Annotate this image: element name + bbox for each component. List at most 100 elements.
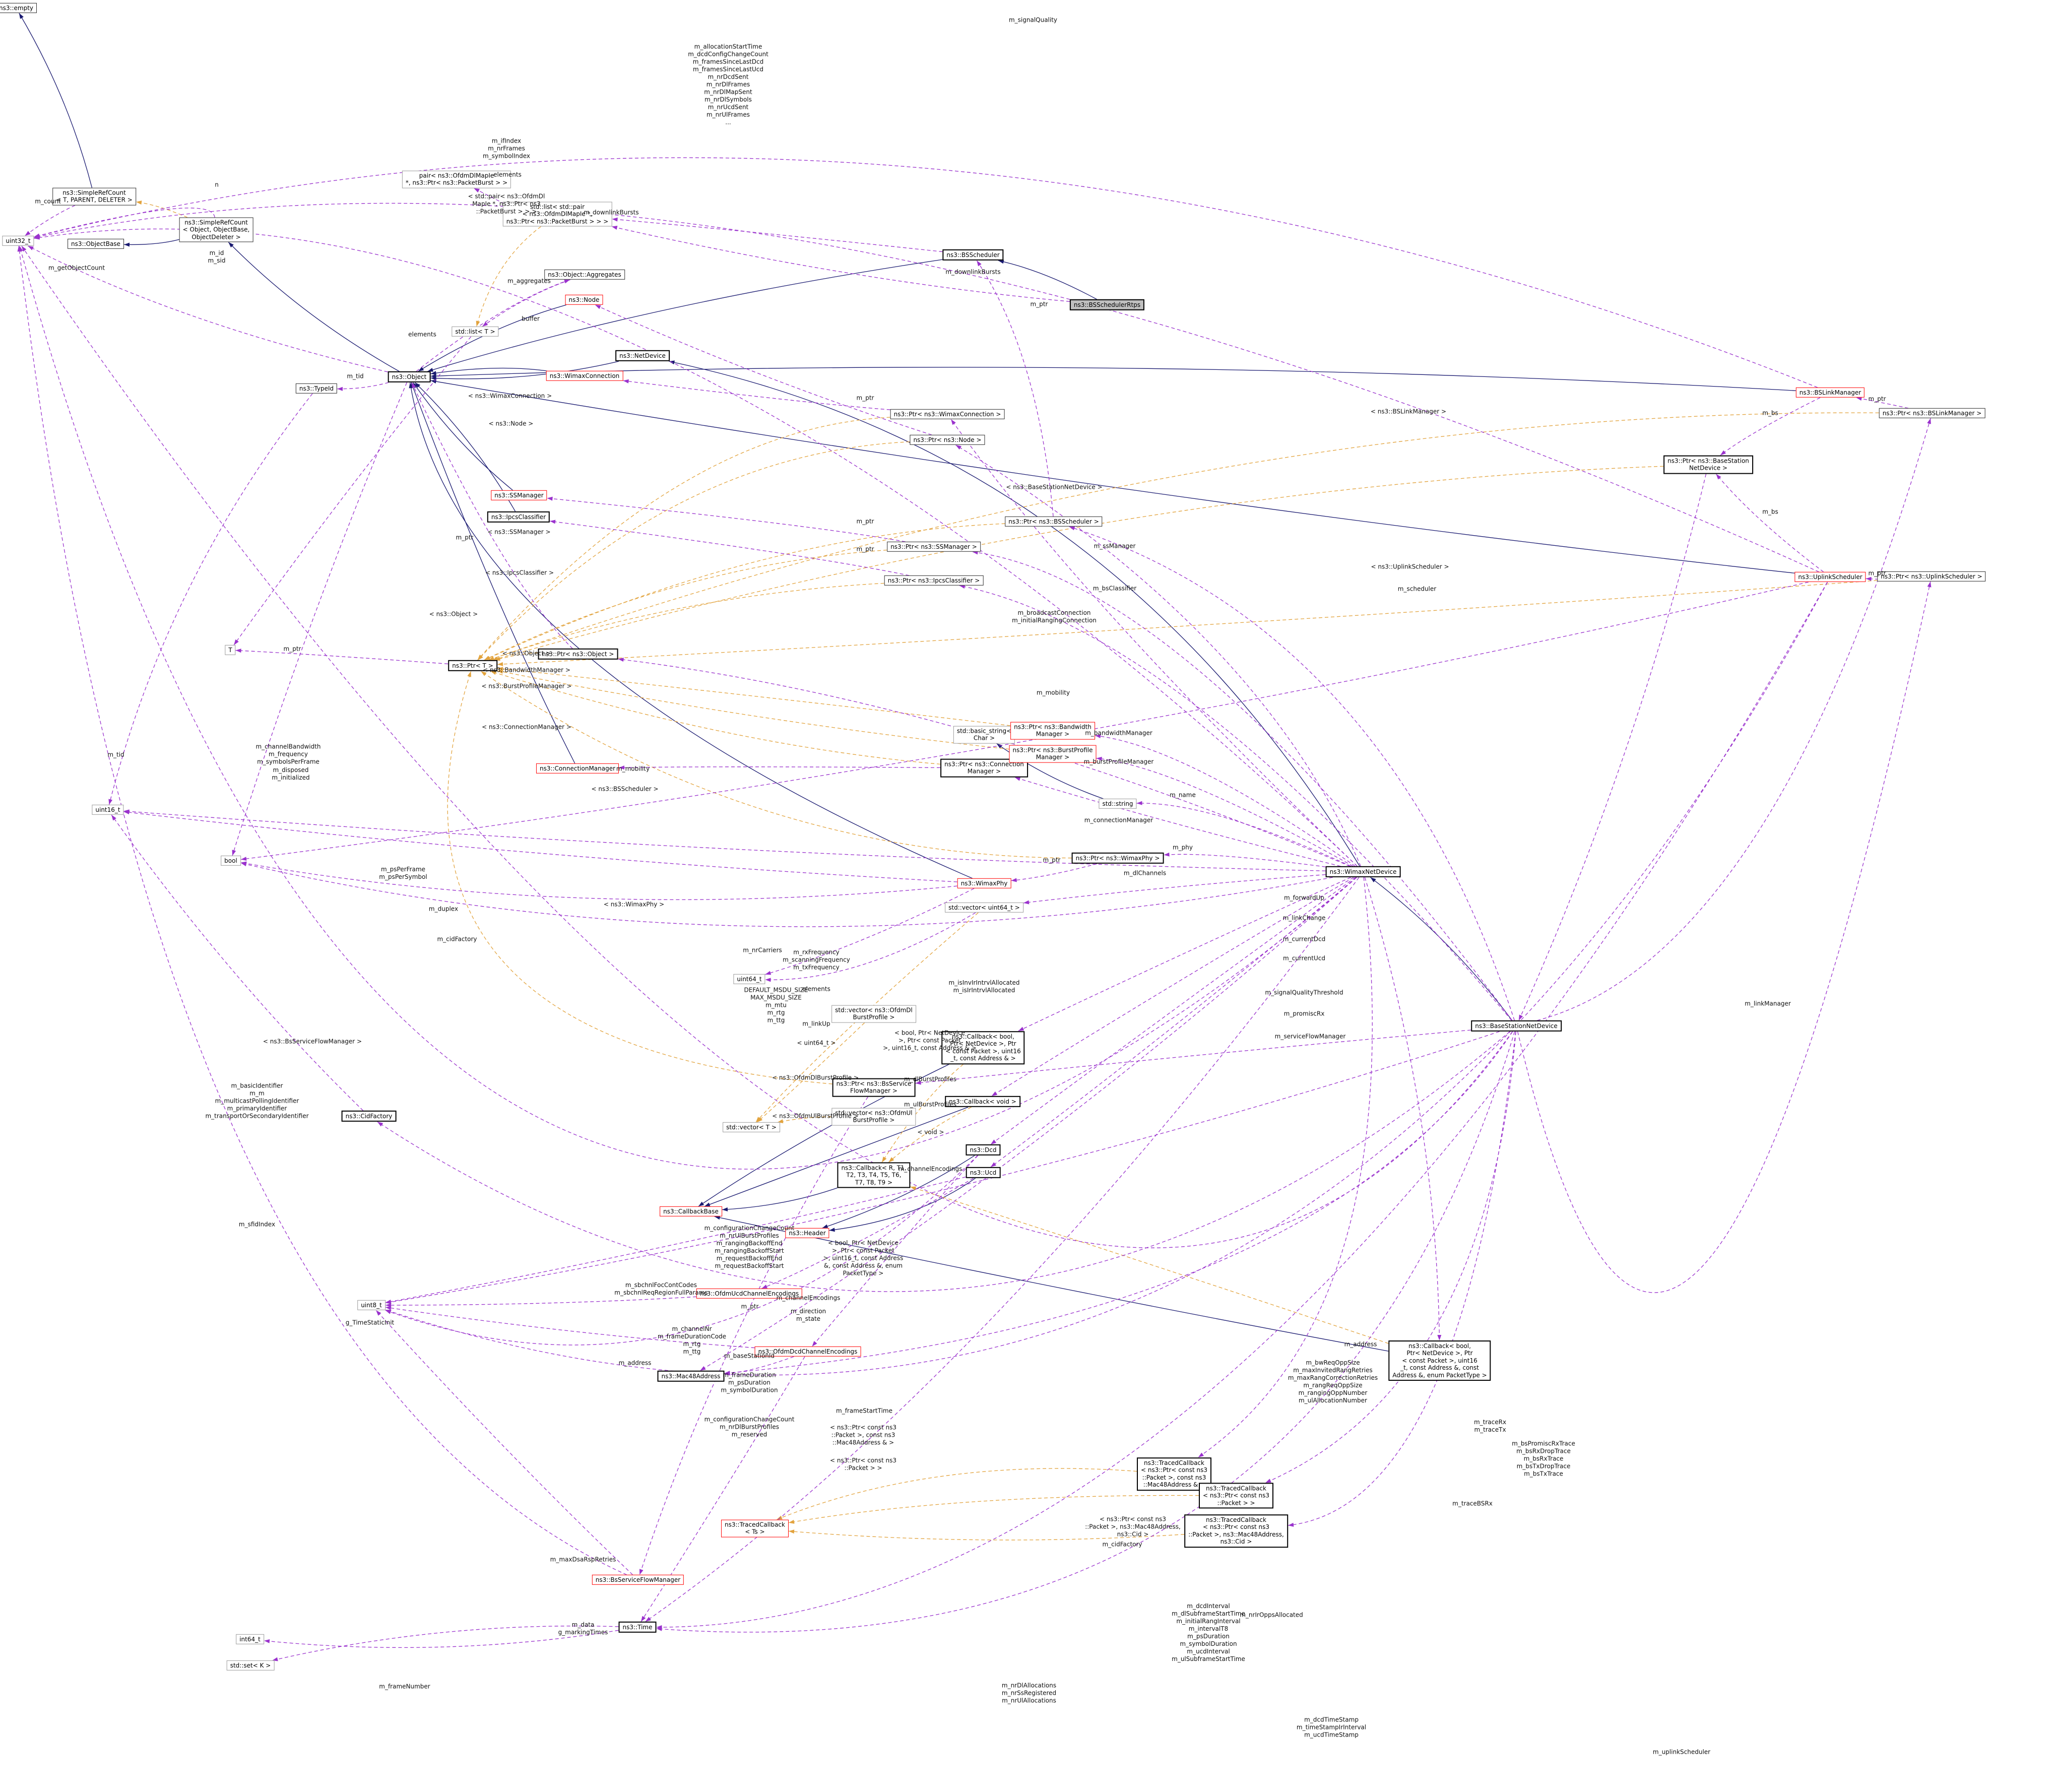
node-ptrIpcs[interactable]: ns3::Ptr< ns3::IpcsClassifier > <box>884 575 984 586</box>
node-bsScheduler[interactable]: ns3::BSScheduler <box>942 249 1004 261</box>
node-netDevice[interactable]: ns3::NetDevice <box>615 350 670 362</box>
node-ofdmUcdChEnc[interactable]: ns3::OfdmUcdChannelEncodings <box>696 1288 803 1299</box>
node-listPair[interactable]: std::list< std::pair < ns3::OfdmDlMapIe … <box>502 202 612 227</box>
node-ipcsClassifier[interactable]: ns3::IpcsClassifier <box>487 511 550 523</box>
node-baseStationNetDevice[interactable]: ns3::BaseStationNetDevice <box>1471 1020 1562 1032</box>
node-vecOfdmDl[interactable]: std::vector< ns3::OfdmDl BurstProfile > <box>831 1005 916 1023</box>
node-bsSchedulerRtps[interactable]: ns3::BSSchedulerRtps <box>1069 299 1145 311</box>
arrowhead <box>1018 1027 1024 1031</box>
arrowhead <box>108 799 113 805</box>
node-wimaxConn[interactable]: ns3::WimaxConnection <box>546 370 623 381</box>
node-uint8[interactable]: uint8_t <box>357 1300 386 1311</box>
node-node[interactable]: ns3::Node <box>565 294 603 305</box>
node-tBox[interactable]: T <box>225 645 236 656</box>
node-uint16[interactable]: uint16_t <box>92 804 124 815</box>
edge-srcObj-objectBase <box>123 239 179 245</box>
node-bsSfm[interactable]: ns3::BsServiceFlowManager <box>592 1574 684 1585</box>
edge-cbVoid-callbackBase <box>704 1107 969 1207</box>
arrowhead <box>264 1639 270 1643</box>
edge-wimax_phy-uint64 <box>765 888 975 975</box>
node-time[interactable]: ns3::Time <box>618 1621 657 1633</box>
node-tcPk[interactable]: ns3::TracedCallback < ns3::Ptr< const ns… <box>1199 1483 1273 1509</box>
arrowhead <box>1927 418 1931 424</box>
node-bsLinkManager[interactable]: ns3::BSLinkManager <box>1795 387 1865 398</box>
node-setK[interactable]: std::set< K > <box>226 1660 275 1671</box>
node-bool[interactable]: bool <box>221 855 241 866</box>
node-vecOfdmUl[interactable]: std::vector< ns3::OfdmUl BurstProfile > <box>831 1108 916 1126</box>
node-wimax_phy[interactable]: ns3::WimaxPhy <box>957 878 1011 889</box>
node-ptrUplinkSched[interactable]: ns3::Ptr< ns3::UplinkScheduler > <box>1877 571 1986 582</box>
edge-vecOfdmUl-vecT <box>777 1116 832 1123</box>
node-ptrBwMgr[interactable]: ns3::Ptr< ns3::Bandwidth Manager > <box>1010 722 1095 740</box>
node-cidFactory[interactable]: ns3::CidFactory <box>341 1110 397 1122</box>
edge-bsScheduler-listPair <box>612 218 943 252</box>
arrowhead <box>467 671 471 677</box>
edge-srcObj-srcT <box>136 201 188 218</box>
edge-baseStationNetDevice-tcPkMacCid <box>1288 1031 1516 1526</box>
node-pairDl[interactable]: pair< ns3::OfdmDlMapIe *, ns3::Ptr< ns3:… <box>402 170 511 188</box>
node-tcPkMacCid[interactable]: ns3::TracedCallback < ns3::Ptr< const ns… <box>1184 1514 1288 1548</box>
node-srcT[interactable]: ns3::SimpleRefCount < T, PARENT, DELETER… <box>52 187 136 206</box>
arrowhead <box>1023 900 1030 905</box>
node-stdString[interactable]: std::string <box>1099 798 1137 809</box>
arrowhead <box>639 1569 644 1575</box>
node-ptrBsSfm[interactable]: ns3::Ptr< ns3::BsService FlowManager > <box>832 1078 916 1097</box>
node-cbR9[interactable]: ns3::Callback< R, T1, T2, T3, T4, T5, T6… <box>837 1162 911 1188</box>
edge-wimaxNetDevice-ptrConnMgr <box>1014 777 1341 867</box>
node-listT[interactable]: std::list< T > <box>452 326 499 337</box>
node-basicString[interactable]: std::basic_string< Char > <box>953 726 1015 744</box>
edge-ptrWimaxConn-wimaxConn <box>623 380 890 410</box>
node-ofdmDcdChEnc[interactable]: ns3::OfdmDcdChannelEncodings <box>754 1346 861 1357</box>
node-ucd[interactable]: ns3::Ucd <box>966 1167 1001 1179</box>
node-ptrBaseStation[interactable]: ns3::Ptr< ns3::BaseStation NetDevice > <box>1663 455 1753 474</box>
node-cbBool7[interactable]: ns3::Callback< bool, Ptr< NetDevice >, P… <box>1388 1340 1491 1381</box>
node-callbackBase[interactable]: ns3::CallbackBase <box>660 1206 722 1217</box>
node-ptrT[interactable]: ns3::Ptr< T > <box>448 660 497 672</box>
edge-ptrSSMgr-ssManager <box>547 497 906 542</box>
node-ptrWimaxPhy[interactable]: ns3::Ptr< ns3::WimaxPhy > <box>1071 852 1164 864</box>
node-srcObj[interactable]: ns3::SimpleRefCount < Object, ObjectBase… <box>179 217 253 242</box>
node-ptrObject[interactable]: ns3::Ptr< ns3::Object > <box>538 648 618 660</box>
node-uint64[interactable]: uint64_t <box>733 974 765 985</box>
node-objectBase[interactable]: ns3::ObjectBase <box>68 238 124 249</box>
node-ptrWimaxConn[interactable]: ns3::Ptr< ns3::WimaxConnection > <box>890 409 1005 420</box>
arrowhead <box>1927 582 1932 588</box>
arrowhead <box>497 667 503 671</box>
node-vecU64[interactable]: std::vector< uint64_t > <box>945 902 1023 913</box>
node-cbVoid[interactable]: ns3::Callback< void > <box>945 1096 1020 1108</box>
edge-wimaxNetDevice-ptrWimaxConn <box>950 419 1358 867</box>
node-ptrBSLinkMgr[interactable]: ns3::Ptr< ns3::BSLinkManager > <box>1879 408 1985 419</box>
arrowhead <box>124 242 130 247</box>
arrowhead <box>377 1122 383 1127</box>
arrowhead <box>25 231 31 236</box>
node-uplinkScheduler[interactable]: ns3::UplinkScheduler <box>1794 571 1866 583</box>
arrowhead <box>386 1306 392 1310</box>
edge-ptrNode-node <box>595 304 932 435</box>
node-typeId[interactable]: ns3::TypeId <box>295 383 338 394</box>
node-cbBool5[interactable]: ns3::Callback< bool, Ptr< NetDevice >, P… <box>941 1031 1025 1064</box>
edge-uplinkScheduler-uint8 <box>385 582 1828 1376</box>
arrowhead <box>1866 577 1872 581</box>
node-ssManager[interactable]: ns3::SSManager <box>491 490 547 501</box>
node-header[interactable]: ns3::Header <box>785 1228 829 1239</box>
node-ptrBSSched[interactable]: ns3::Ptr< ns3::BSScheduler > <box>1005 516 1103 527</box>
edge-wimax_phy-object <box>410 382 973 879</box>
node-mac48[interactable]: ns3::Mac48Address <box>657 1370 725 1382</box>
node-ptrConnMgr[interactable]: ns3::Ptr< ns3::Connection Manager > <box>940 758 1028 778</box>
node-uint32[interactable]: uint32_t <box>2 235 34 246</box>
node-object[interactable]: ns3::Object <box>388 371 431 383</box>
node-tcTs[interactable]: ns3::TracedCallback < Ts > <box>721 1519 789 1538</box>
arrowhead <box>915 1080 921 1085</box>
edge-ofdmUcdChEnc-uint8 <box>385 1296 697 1306</box>
node-ptrNode[interactable]: ns3::Ptr< ns3::Node > <box>910 434 985 445</box>
node-int64[interactable]: int64_t <box>236 1634 264 1645</box>
node-wimaxNetDevice[interactable]: ns3::WimaxNetDevice <box>1325 866 1401 878</box>
arrowhead <box>1265 1479 1271 1483</box>
node-ptrSSMgr[interactable]: ns3::Ptr< ns3::SSManager > <box>887 541 981 552</box>
node-empty[interactable]: ns3::empty <box>0 3 37 14</box>
node-ptrBpMgr[interactable]: ns3::Ptr< ns3::BurstProfile Manager > <box>1009 745 1097 763</box>
node-connMgr[interactable]: ns3::ConnectionManager <box>536 763 619 774</box>
node-vecT[interactable]: std::vector< T > <box>723 1122 780 1133</box>
node-aggregates[interactable]: ns3::Object::Aggregates <box>544 269 625 280</box>
node-dcd[interactable]: ns3::Dcd <box>966 1144 1001 1156</box>
